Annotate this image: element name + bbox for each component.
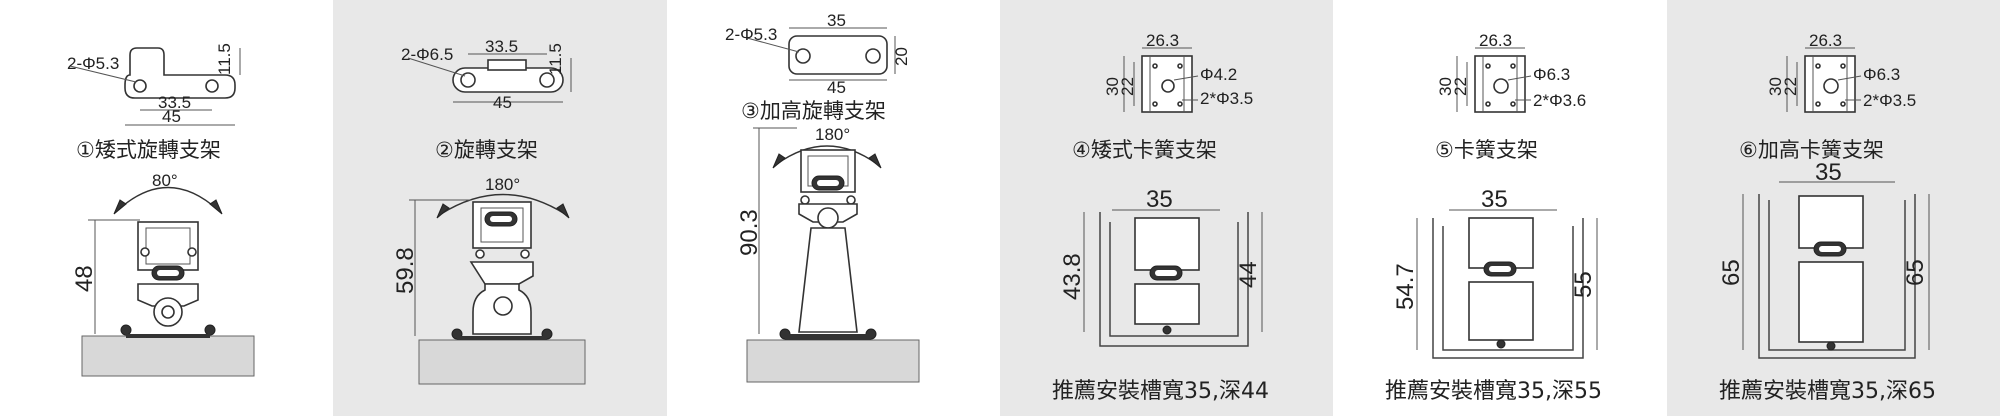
mount-height-dim: 59.8: [392, 247, 419, 294]
concrete-ceiling: [418, 339, 586, 385]
swivel-arc: [440, 193, 566, 215]
screw: [1162, 325, 1172, 335]
mounting-channel: [1099, 212, 1249, 347]
angle-dim: 180°: [485, 175, 520, 194]
height-dim: 11.5: [546, 43, 565, 75]
footer-note: 推薦安裝槽寬35,深55: [1385, 379, 1602, 404]
lamp-housing: [1798, 261, 1864, 343]
hole-label: 2-Φ5.3: [725, 25, 777, 44]
concrete-ceiling: [81, 335, 255, 377]
plate-top-view: [788, 35, 888, 75]
height-dim: 11.5: [215, 43, 234, 75]
raised-spring-bracket-drawing: 26.3 30 22 Φ6.3 2*Φ3.5 ⑥加高卡簧支架 35 65 65 …: [1718, 31, 1936, 404]
inner-height-dim: 22: [1781, 77, 1800, 96]
hole-right: [205, 79, 219, 93]
top-width-dim: 33.5: [158, 93, 191, 112]
top-width-dim: 26.3: [1479, 31, 1512, 50]
right-height-dim: 44: [1235, 261, 1262, 288]
footer-note: 推薦安裝槽寬35,深44: [1052, 379, 1269, 404]
right-height-dim: 55: [1570, 271, 1597, 298]
hole-right: [865, 48, 881, 64]
footer-note: 推薦安裝槽寬35,深65: [1719, 379, 1936, 404]
inner-height-dim: 22: [1118, 77, 1137, 96]
mounting-channel: [1432, 218, 1584, 359]
top-width-dim: 35: [827, 11, 846, 30]
panel-raised-spring-bracket: 26.3 30 22 Φ6.3 2*Φ3.5 ⑥加高卡簧支架 35 65 65 …: [1667, 0, 2000, 416]
panel-swivel-bracket: 2-Φ6.5 11.5 33.5 45 ②旋轉支架 180° 59.8: [333, 0, 667, 416]
height-dim: 20: [892, 47, 911, 66]
total-width-dim: 45: [493, 93, 512, 112]
mount-height-dim: 48: [71, 265, 98, 292]
caption: ①矮式旋轉支架: [76, 138, 221, 162]
slot-width-dim: 35: [1481, 186, 1508, 213]
fixture-body: [1798, 195, 1864, 249]
fixture-body: [1134, 217, 1200, 271]
hole-right: [539, 72, 555, 88]
top-width-dim: 33.5: [485, 37, 518, 56]
left-height-dim: 65: [1718, 259, 1745, 286]
screw: [1826, 341, 1836, 351]
concrete-ceiling: [746, 339, 920, 383]
low-swivel-bracket-drawing: 2-Φ5.3 11.5 33.5 45 ①矮式旋轉支架 80° 48: [67, 43, 255, 377]
hole-small-label: 2*Φ3.5: [1863, 91, 1916, 110]
mounting-channel: [1758, 194, 1916, 359]
caption: ③加高旋轉支架: [741, 99, 886, 123]
angle-dim: 180°: [815, 125, 850, 144]
swivel-arc: [776, 145, 878, 165]
left-height-dim: 54.7: [1392, 263, 1419, 310]
swivel-arc: [117, 186, 219, 211]
screw-left: [120, 324, 132, 336]
outer-height-dim: 30: [1436, 77, 1455, 96]
outer-height-dim: 30: [1103, 77, 1122, 96]
hole-small-label: 2*Φ3.5: [1200, 89, 1253, 108]
hole-big-label: Φ6.3: [1863, 65, 1900, 84]
hole-big: [1161, 79, 1175, 93]
fixture-body: [137, 221, 199, 271]
inner-height-dim: 22: [1451, 77, 1470, 96]
caption: ⑤卡簧支架: [1435, 138, 1538, 162]
caption: ②旋轉支架: [435, 138, 538, 162]
hole-big: [1493, 78, 1509, 94]
low-spring-bracket-drawing: 26.3 30 22 Φ4.2 2*Φ3.5 ④矮式卡簧支架 35 43.8 4…: [1052, 31, 1269, 404]
panel-low-spring-bracket: 26.3 30 22 Φ4.2 2*Φ3.5 ④矮式卡簧支架 35 43.8 4…: [1000, 0, 1333, 416]
swivel-bracket-drawing: 2-Φ6.5 11.5 33.5 45 ②旋轉支架 180° 59.8: [392, 37, 586, 385]
lamp-housing: [1134, 283, 1200, 325]
hole-left: [795, 48, 811, 64]
panel-low-swivel-bracket: 2-Φ5.3 11.5 33.5 45 ①矮式旋轉支架 80° 48: [0, 0, 333, 416]
hole-big: [1823, 78, 1839, 94]
lamp-housing: [1468, 281, 1534, 341]
fixture-body: [1468, 217, 1534, 269]
caption: ④矮式卡簧支架: [1072, 138, 1217, 162]
hole-left: [460, 72, 476, 88]
screw-right: [204, 324, 216, 336]
left-height-dim: 43.8: [1059, 253, 1086, 300]
total-width-dim: 45: [827, 78, 846, 97]
caption: ⑥加高卡簧支架: [1739, 138, 1884, 162]
hole-left: [133, 79, 147, 93]
hole-small-label: 2*Φ3.6: [1533, 91, 1586, 110]
top-width-dim: 26.3: [1809, 31, 1842, 50]
total-width-dim: 45: [162, 107, 181, 126]
outer-height-dim: 30: [1766, 77, 1785, 96]
screw: [1496, 339, 1506, 349]
hole-big-label: Φ4.2: [1200, 65, 1237, 84]
mount-height-dim: 90.3: [736, 209, 763, 256]
right-height-dim: 65: [1902, 259, 1929, 286]
slot-width-dim: 35: [1815, 159, 1842, 186]
slot-width-dim: 35: [1146, 186, 1173, 213]
top-width-dim: 26.3: [1146, 31, 1179, 50]
raised-swivel-bracket-drawing: 2-Φ5.3 35 20 45 ③加高旋轉支架 180° 90.3: [725, 11, 920, 383]
hole-big-label: Φ6.3: [1533, 65, 1570, 84]
raised-post: [798, 227, 858, 333]
panel-spring-bracket: 26.3 30 22 Φ6.3 2*Φ3.6 ⑤卡簧支架 35 54.7 55 …: [1333, 0, 1667, 416]
angle-dim: 80°: [152, 171, 178, 190]
hole-label: 2-Φ6.5: [401, 45, 453, 64]
panel-raised-swivel-bracket: 2-Φ5.3 35 20 45 ③加高旋轉支架 180° 90.3: [667, 0, 1000, 416]
hole-label: 2-Φ5.3: [67, 54, 119, 73]
spring-bracket-drawing: 26.3 30 22 Φ6.3 2*Φ3.6 ⑤卡簧支架 35 54.7 55 …: [1385, 31, 1602, 404]
